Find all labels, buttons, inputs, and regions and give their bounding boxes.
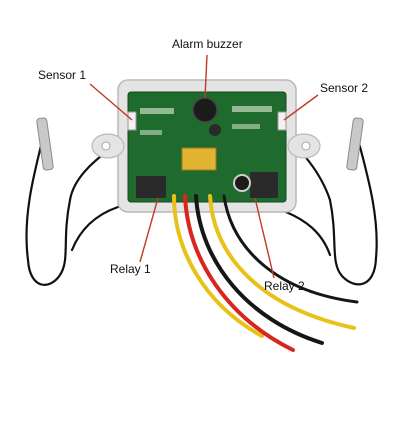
label-relay-2: Relay 2	[264, 279, 305, 293]
label-sensor-2: Sensor 2	[320, 81, 369, 95]
sensor-2-connector	[277, 111, 287, 131]
alarm-buzzer-component	[192, 97, 218, 123]
sensor-2-probe	[346, 117, 364, 171]
sensor-1-cable	[25, 128, 134, 286]
callout-relay-2	[254, 197, 275, 279]
label-sensor-1: Sensor 1	[38, 68, 87, 82]
sensor-2-cable	[280, 126, 378, 286]
callout-lines	[89, 54, 319, 279]
sensor-1-probe	[36, 117, 54, 171]
relay-wires	[172, 194, 359, 352]
mounting-hole-left	[101, 141, 111, 151]
callout-alarm-buzzer	[204, 54, 208, 99]
callout-relay-1	[139, 197, 159, 263]
label-alarm-buzzer: Alarm buzzer	[172, 37, 243, 51]
callout-sensor-1	[89, 83, 133, 121]
mounting-hole-right	[301, 141, 311, 151]
callout-sensor-2	[283, 94, 319, 121]
board-components	[136, 106, 278, 198]
circuit-board	[127, 91, 287, 203]
label-relay-1: Relay 1	[110, 262, 151, 276]
sensor-1-connector	[127, 111, 137, 131]
